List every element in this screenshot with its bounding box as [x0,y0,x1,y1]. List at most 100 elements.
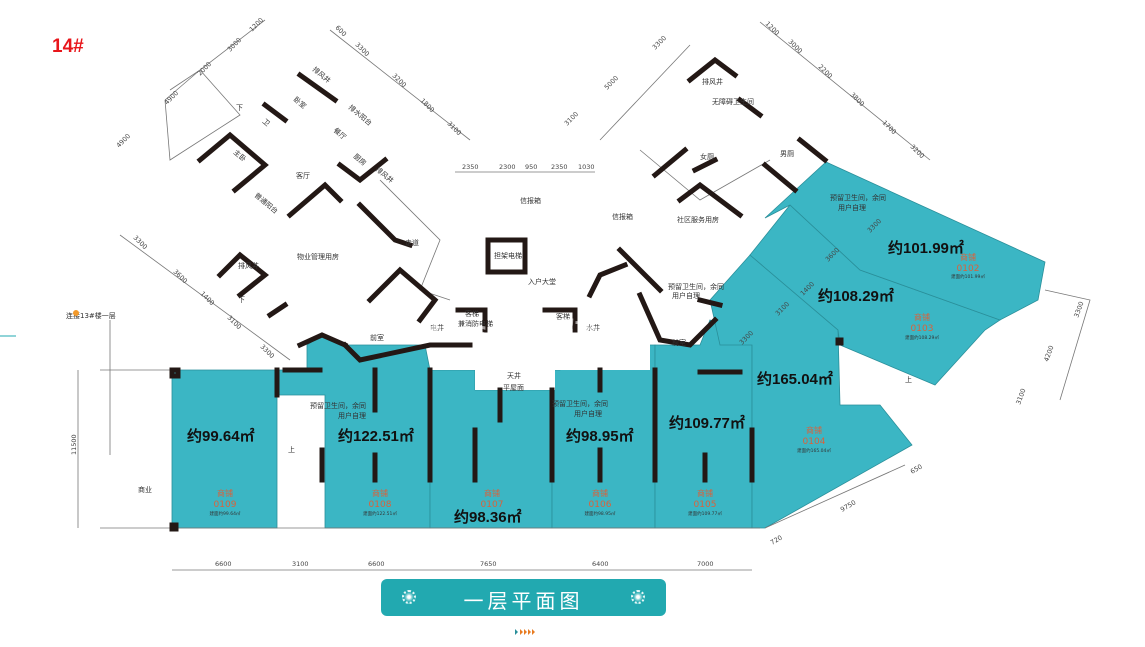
shop-0107[interactable]: 约98.36㎡ 商铺 0107 [454,488,522,526]
shop-area-label: 约108.29㎡ [818,287,894,305]
dim-label: 1030 [578,163,595,171]
stair-down: 下 [236,104,243,112]
dim-label: 3100 [446,120,463,137]
shop-area-small: 建面约109.77㎡ [688,510,722,517]
dim-label: 5000 [603,74,620,91]
dim-label: 2300 [499,163,516,171]
shop-0102-area[interactable] [764,161,1046,321]
reserved-wc-note: 用户自理 [338,411,366,420]
dim-label: 2350 [551,163,568,171]
room-vent-2: 排风井 [374,165,396,185]
shop-area-small: 建面约98.95㎡ [585,510,616,517]
dim-label: 4200 [1042,344,1055,362]
page-indicator [515,629,535,635]
room-courtyard: 天井 [507,371,521,380]
room-lobby: 入户大堂 [528,277,556,286]
room-accessible-wc: 无障碍卫生间 [712,97,754,106]
room-drain-balcony: 排水阳台 [347,103,374,128]
dim-label: 1400 [199,290,216,307]
dim-label: 4900 [163,89,180,106]
shop-0104[interactable]: 约165.04㎡ 商铺 0104 建面约165.04㎡ [757,370,833,454]
shop-0106[interactable]: 约98.95㎡ 商铺 0106 建面约98.95㎡ [566,427,634,517]
dim-label: 3200 [909,143,926,160]
room-mailbox-1: 信报箱 [520,196,541,205]
room-elec-left: 电井 [430,323,444,332]
shop-area-label: 约109.77㎡ [669,414,745,432]
shop-0108[interactable]: 约122.51㎡ 商铺 0108 建面约122.51㎡ [338,427,414,517]
shop-label: 商铺 [484,488,500,498]
link-marker-icon [73,310,79,316]
dim-label: 2200 [817,63,834,80]
room-passenger-lift-1: 客梯 [465,309,479,318]
plan-title-banner: 一层平面图 [381,579,666,616]
reserved-wc-note: 预留卫生间，余同 [830,193,886,202]
shop-area-label: 约99.64㎡ [187,427,255,445]
plan-title: 一层平面图 [463,589,584,613]
dim-label: 1200 [248,16,265,33]
room-anteroom-left: 前室 [370,333,384,342]
shop-number: 0104 [803,437,826,447]
shop-number: 0105 [694,500,717,510]
shop-area-small: 建面约122.51㎡ [363,510,397,517]
dim-label: 3100 [226,314,243,331]
shop-area-label: 约122.51㎡ [338,427,414,445]
reserved-wc-note: 预留卫生间，余同 [552,399,608,408]
dim-label: 3100 [563,110,580,127]
room-mailbox-2: 信报箱 [612,212,633,221]
shop-0103[interactable]: 约108.29㎡ 商铺 0103 建面约108.29㎡ [818,287,939,341]
room-passenger-lift-2: 客梯 [556,312,570,321]
shop-number: 0103 [911,324,934,334]
reserved-wc-note: 用户自理 [838,203,866,212]
room-anteroom-right: 前室 [672,338,686,347]
room-property-mgmt: 物业管理用房 [297,252,339,261]
dim-label: 1700 [881,119,898,136]
room-water-shaft: 水井 [586,323,600,332]
shop-0109[interactable]: 约99.64㎡ 商铺 0109 建面约99.64㎡ [187,427,255,517]
room-flat-roof: 平屋面 [503,384,524,392]
shop-area-label: 约101.99㎡ [888,239,964,257]
dim-label: 11500 [70,434,78,455]
room-stretcher-lift: 担架电梯 [494,251,522,260]
shop-area-small: 建面约108.29㎡ [905,334,939,341]
room-commercial: 商业 [138,485,152,494]
dim-label: 3100 [292,560,309,568]
shop-area-small: 建面约99.64㎡ [210,510,241,517]
dim-label: 6600 [215,560,232,568]
dim-label: 2350 [462,163,479,171]
room-dining: 餐厅 [332,126,349,142]
shop-label: 商铺 [217,488,233,498]
shop-label: 商铺 [592,488,608,498]
dim-label: 3300 [132,234,149,251]
room-kitchen: 厨房 [352,152,369,168]
room-bedroom: 卧室 [292,95,309,111]
room-vent-4: 排风井 [702,77,723,86]
shop-0105[interactable]: 约109.77㎡ 商铺 0105 建面约109.77㎡ [669,414,745,517]
shop-number: 0108 [369,500,392,510]
reserved-wc-note: 预留卫生间，余同 [310,401,366,410]
reserved-wc-note: 用户自理 [574,409,602,418]
room-fire-lift: 兼消防电梯 [458,319,493,328]
shop-0102[interactable]: 约101.99㎡ 商铺 0102 建面约101.99㎡ [888,239,985,280]
room-mens-wc: 男厕 [780,150,794,158]
dim-label: 3300 [259,343,276,360]
room-balcony: 普通阳台 [253,191,280,216]
dim-label: 3600 [172,268,189,285]
dim-label: 3000 [787,38,804,55]
reserved-wc-note: 预留卫生间，余同 [668,282,724,291]
dim-label: 1200 [764,20,781,37]
dim-label: 950 [525,163,537,171]
dim-label: 650 [909,463,924,476]
dim-label: 7000 [697,560,714,568]
dim-label: 6400 [592,560,609,568]
shop-number: 0106 [589,500,612,510]
dim-label: 3200 [391,72,408,89]
stair-up: 上 [905,375,912,384]
stair-up: 上 [288,445,295,454]
shop-area-small: 建面约165.04㎡ [797,447,831,454]
room-womens-wc: 女厕 [700,152,714,161]
reserved-wc-note: 用户自理 [672,291,700,300]
room-bath: 卫 [261,117,272,128]
rosette-icon [402,590,416,604]
room-community: 社区服务用房 [677,215,719,224]
dim-label: 9750 [839,499,857,514]
